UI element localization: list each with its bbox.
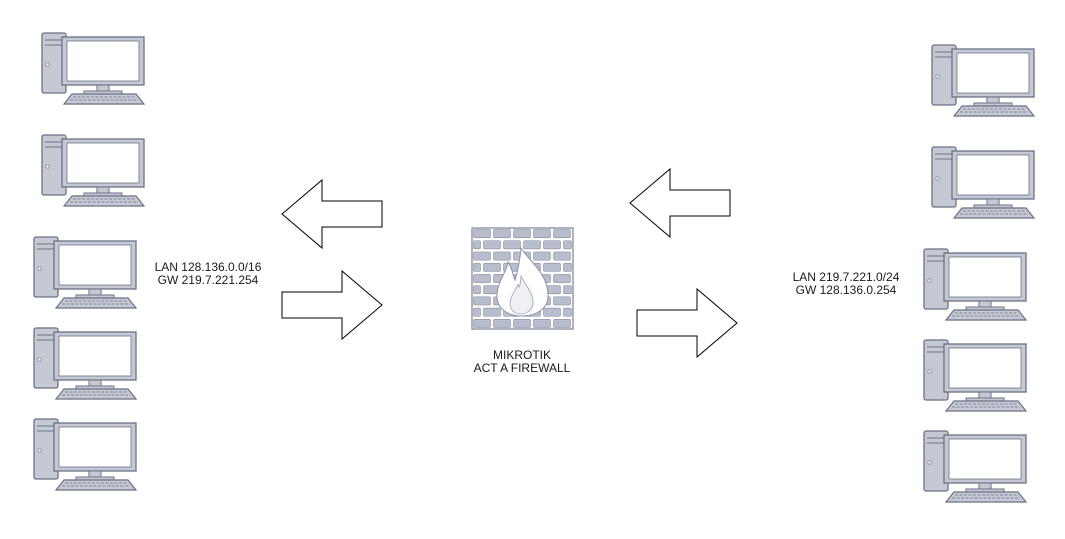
computer-left-3 bbox=[33, 236, 138, 309]
left-network-label: LAN 128.136.0.0/16 GW 219.7.221.254 bbox=[148, 261, 268, 287]
computer-right-4 bbox=[923, 339, 1028, 412]
computer-right-1 bbox=[931, 44, 1036, 117]
computer-left-5 bbox=[33, 418, 138, 491]
left-lan-text: LAN 128.136.0.0/16 bbox=[154, 260, 262, 274]
firewall-icon bbox=[471, 227, 574, 330]
arrow-left-right bbox=[281, 269, 383, 341]
computer-right-2 bbox=[931, 146, 1036, 219]
computer-right-5 bbox=[923, 430, 1028, 503]
arrow-right-right bbox=[636, 287, 738, 359]
right-lan-text: LAN 219.7.221.0/24 bbox=[792, 270, 900, 284]
firewall-role-text: ACT A FIREWALL bbox=[473, 361, 571, 375]
left-gw-text: GW 219.7.221.254 bbox=[157, 273, 259, 287]
firewall-label: MIKROTIK ACT A FIREWALL bbox=[452, 349, 592, 375]
right-gw-text: GW 128.136.0.254 bbox=[795, 283, 897, 297]
computer-left-2 bbox=[41, 134, 146, 207]
computers-group bbox=[33, 32, 1036, 503]
firewall-name-text: MIKROTIK bbox=[492, 348, 551, 362]
computer-right-3 bbox=[923, 248, 1028, 321]
arrow-left-left bbox=[281, 178, 383, 250]
arrow-right-left bbox=[629, 167, 731, 239]
arrows-group bbox=[281, 167, 738, 359]
computer-left-4 bbox=[33, 327, 138, 400]
computer-left-1 bbox=[41, 32, 146, 105]
right-network-label: LAN 219.7.221.0/24 GW 128.136.0.254 bbox=[786, 271, 906, 297]
